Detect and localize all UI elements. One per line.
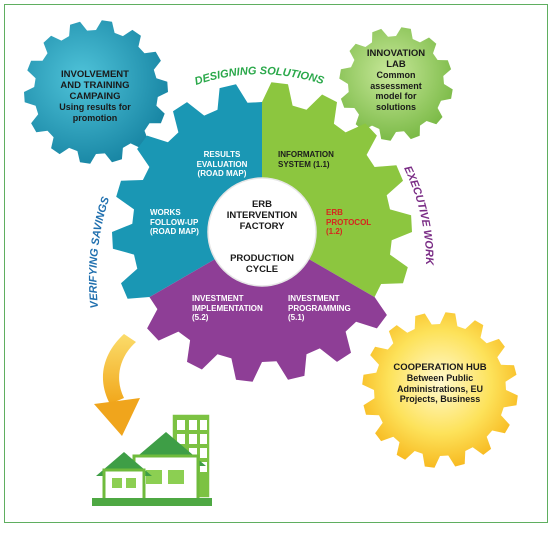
segment-text: (1.2) (326, 227, 343, 236)
segment-text: (ROAD MAP) (197, 169, 247, 178)
segment-text: INFORMATION (278, 150, 334, 159)
involvement-bubble-text: INVOLVEMENT AND TRAINING CAMPAING Using … (38, 69, 152, 123)
segment-text: FOLLOW-UP (150, 217, 199, 227)
segment-text: RESULTS (203, 150, 241, 159)
down-arrow-icon (94, 334, 140, 436)
involvement-title: INVOLVEMENT (61, 69, 129, 80)
innovation-subtitle: solutions (376, 101, 416, 112)
segment-works-followup: WORKS FOLLOW-UP (ROAD MAP) (150, 208, 220, 237)
involvement-title: CAMPAING (69, 91, 121, 102)
segment-text: SYSTEM (1.1) (278, 159, 330, 169)
segment-text: (5.2) (192, 313, 209, 322)
segment-text: PROGRAMMING (288, 303, 351, 313)
segment-text: EVALUATION (196, 159, 248, 169)
arc-label-verifying: VERIFYING SAVINGS (87, 195, 112, 309)
segment-information-system: INFORMATION SYSTEM (1.1) (278, 150, 358, 169)
center-subtitle-line-1: PRODUCTION (230, 253, 294, 264)
segment-results-evaluation: RESULTS EVALUATION (ROAD MAP) (182, 150, 262, 179)
cooperation-subtitle: Between Public (406, 373, 474, 383)
cooperation-subtitle: Administrations, EU (396, 383, 483, 394)
segment-text: PROTOCOL (326, 217, 372, 227)
innovation-title: INNOVATION (366, 48, 426, 59)
innovation-title: LAB (386, 59, 406, 70)
center-title-line-1: ERB (251, 199, 273, 210)
innovation-subtitle: model for (375, 91, 417, 101)
cooperation-subtitle: Projects, Business (399, 394, 481, 404)
innovation-gear (339, 27, 453, 141)
green-buildings-icon (92, 413, 212, 506)
segment-text: WORKS (150, 208, 181, 217)
diagram-frame (4, 4, 548, 523)
segment-text: IMPLEMENTATION (192, 303, 263, 313)
segment-text: (5.1) (288, 313, 305, 322)
center-subtitle: PRODUCTION CYCLE (212, 253, 312, 275)
cooperation-title: COOPERATION HUB (393, 362, 487, 373)
segment-text: INVESTMENT (288, 294, 340, 303)
innovation-subtitle: assessment (370, 80, 422, 91)
center-title-line-2: INTERVENTION (226, 210, 298, 221)
involvement-subtitle: Using results for (59, 102, 131, 112)
center-title: ERB INTERVENTION FACTORY (212, 199, 312, 232)
cooperation-bubble-text: COOPERATION HUB Between Public Administr… (378, 362, 502, 405)
segment-investment-programming: INVESTMENT PROGRAMMING (5.1) (288, 294, 368, 323)
cooperation-gear (362, 312, 518, 468)
arc-label-designing: DESIGNING SOLUTIONS (193, 65, 326, 88)
segment-text: (ROAD MAP) (150, 227, 199, 236)
center-subtitle-line-2: CYCLE (245, 264, 279, 275)
segment-text: ERB (326, 208, 343, 217)
segment-erb-protocol: ERB PROTOCOL (1.2) (326, 208, 386, 237)
innovation-bubble-text: INNOVATION LAB Common assessment model f… (350, 48, 442, 112)
involvement-gear (24, 20, 168, 164)
involvement-title: AND TRAINING (60, 80, 130, 91)
segment-investment-implementation: INVESTMENT IMPLEMENTATION (5.2) (192, 294, 272, 323)
involvement-subtitle: promotion (72, 112, 118, 123)
innovation-subtitle: Common (376, 70, 416, 80)
segment-text: INVESTMENT (192, 294, 244, 303)
center-title-line-3: FACTORY (239, 221, 285, 232)
center-hub (207, 177, 317, 287)
